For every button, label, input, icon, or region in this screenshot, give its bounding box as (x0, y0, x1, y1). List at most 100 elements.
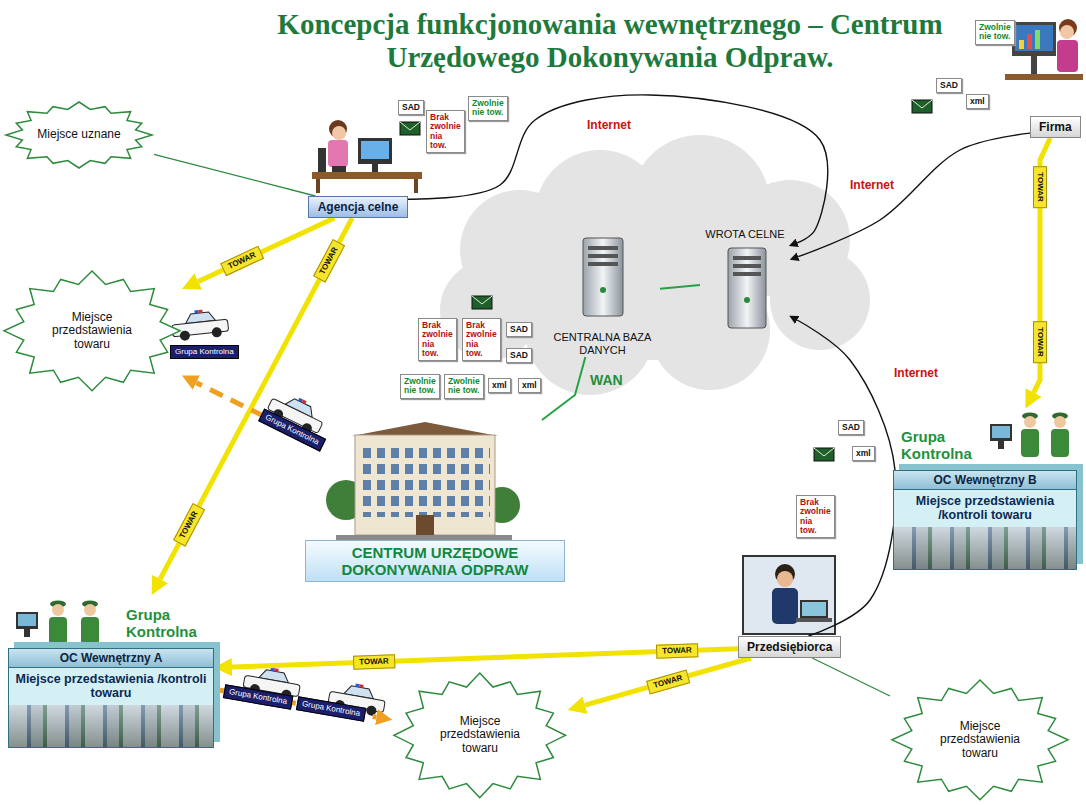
clerk-at-desk (414, 179, 418, 193)
document-label: Brak zwolnie nia tow. (418, 318, 457, 361)
box-label: Firma (1039, 120, 1072, 134)
cargo-label: TOWAR (656, 643, 698, 658)
document-label: Zwolnie nie tow. (444, 374, 484, 399)
box-label: Przedsiębiorca (747, 640, 832, 654)
place-label: Miejsce przedstawienia towaru (42, 311, 142, 351)
document-label: xml (966, 94, 989, 109)
cargo-label: TOWAR (173, 503, 205, 546)
patrol-car (179, 330, 190, 341)
place-starburst: Miejsce przedstawienia towaru (890, 678, 1070, 802)
starburst-outline (892, 680, 1068, 800)
document-label: SAD (838, 420, 864, 435)
company-worker (1027, 34, 1032, 49)
server-icon (733, 256, 761, 260)
cargo-label: TOWAR (646, 669, 690, 694)
patrol-car (355, 684, 359, 688)
yard-photo (9, 705, 213, 747)
company-worker (1012, 22, 1056, 56)
officers-icon (1024, 416, 1036, 428)
office-building (360, 445, 490, 517)
document-label: Brak zwolnie nia tow. (462, 318, 501, 361)
trader-picture (796, 618, 832, 622)
company-worker (1005, 74, 1083, 80)
patrol-car (274, 668, 278, 672)
server-icon (588, 262, 618, 266)
yard-photo (894, 527, 1076, 569)
document-label: xml (852, 446, 875, 461)
envelope-icon (400, 122, 420, 130)
patrol-label: Grupa Kontrolna (296, 697, 366, 722)
envelope-icon (814, 448, 834, 461)
diagram-title: Koncepcja funkcjonowania wewnętrznego – … (250, 8, 970, 75)
document-label: SAD (506, 348, 532, 363)
clerk-at-desk (312, 172, 422, 179)
gateway-server: WROTA CELNE (700, 228, 790, 333)
envelope-icon (912, 100, 932, 113)
patrol-label: Grupa Kontrolna (170, 345, 239, 359)
company-worker (1019, 40, 1024, 49)
internet-link (408, 95, 828, 243)
document-label: Zwolnie nie tow. (975, 20, 1015, 45)
trader-picture (743, 556, 835, 634)
officers-icon (998, 441, 1004, 449)
company-worker (1035, 30, 1040, 49)
trader-picture (800, 600, 828, 618)
patrol-car (170, 307, 229, 342)
server-icon (583, 238, 766, 328)
group-heading: Grupa Kontrolna (126, 595, 211, 640)
clerk-at-desk (372, 164, 378, 172)
company-box: Firma (1030, 116, 1081, 138)
server-icon (588, 254, 618, 258)
starburst-outline (4, 271, 180, 391)
wan-link (660, 285, 700, 289)
envelope-icon (472, 296, 492, 309)
internet-link (797, 320, 896, 636)
cargo-label: TOWAR (1033, 167, 1047, 209)
officers-icon (990, 424, 1012, 441)
patrol-label: Grupa Kontrolna (223, 684, 293, 709)
place-label: Miejsce przedstawienia towaru (930, 720, 1030, 760)
document-label: Zwolnie nie tow. (400, 374, 440, 399)
starburst-outline (6, 102, 152, 168)
office-building (326, 422, 520, 541)
customs-office: Grupa KontrolnaOC Wewnętrzny AMiejsce pr… (8, 595, 214, 748)
center-building: CENTRUM URZĘDOWE DOKONYWANIA ODPRAW (305, 420, 565, 582)
office-building (355, 435, 495, 535)
trader-picture (743, 556, 835, 634)
company-worker (1031, 56, 1037, 74)
server-label: WROTA CELNE (705, 228, 784, 241)
company-worker (1057, 40, 1078, 72)
document-label: SAD (936, 78, 962, 93)
officers-icon (1051, 429, 1069, 457)
cargo-label: TOWAR (313, 240, 345, 283)
officers-icon (1021, 429, 1039, 457)
office-box: OC Wewnętrzny BMiejsce przedstawienia /k… (893, 470, 1077, 570)
document-label: SAD (506, 322, 532, 337)
office-description: Miejsce przedstawienia /kontroli towaru (894, 490, 1076, 527)
server-icon (744, 297, 750, 303)
connector-label: Internet (892, 366, 940, 380)
leader-line (812, 658, 890, 696)
envelope-icon (814, 448, 834, 456)
trader-picture (777, 571, 793, 587)
server-icon (733, 272, 761, 276)
patrol-car (211, 327, 222, 338)
connector-label: Internet (585, 118, 633, 132)
trader-box: Przedsiębiorca (738, 636, 841, 658)
goods-arrow (160, 218, 352, 579)
database-server: CENTRALNA BAZA DANYCH (545, 232, 660, 357)
officers-icon (1054, 416, 1066, 428)
server-label: CENTRALNA BAZA DANYCH (545, 331, 660, 357)
cargo-label: TOWAR (353, 654, 395, 669)
office-building (416, 515, 434, 535)
company-worker (1060, 25, 1074, 39)
goods-arrow (1034, 138, 1051, 393)
officers-icon (18, 614, 36, 626)
place-starburst: Miejsce przedstawienia towaru (392, 671, 567, 800)
company-worker (1015, 25, 1053, 51)
place-starburst: Miejsce przedstawienia towaru (2, 269, 182, 393)
agency-box: Agencja celne (308, 196, 408, 218)
officers-icon (16, 612, 38, 629)
document-label: Brak zwolnie nia tow. (796, 495, 835, 538)
